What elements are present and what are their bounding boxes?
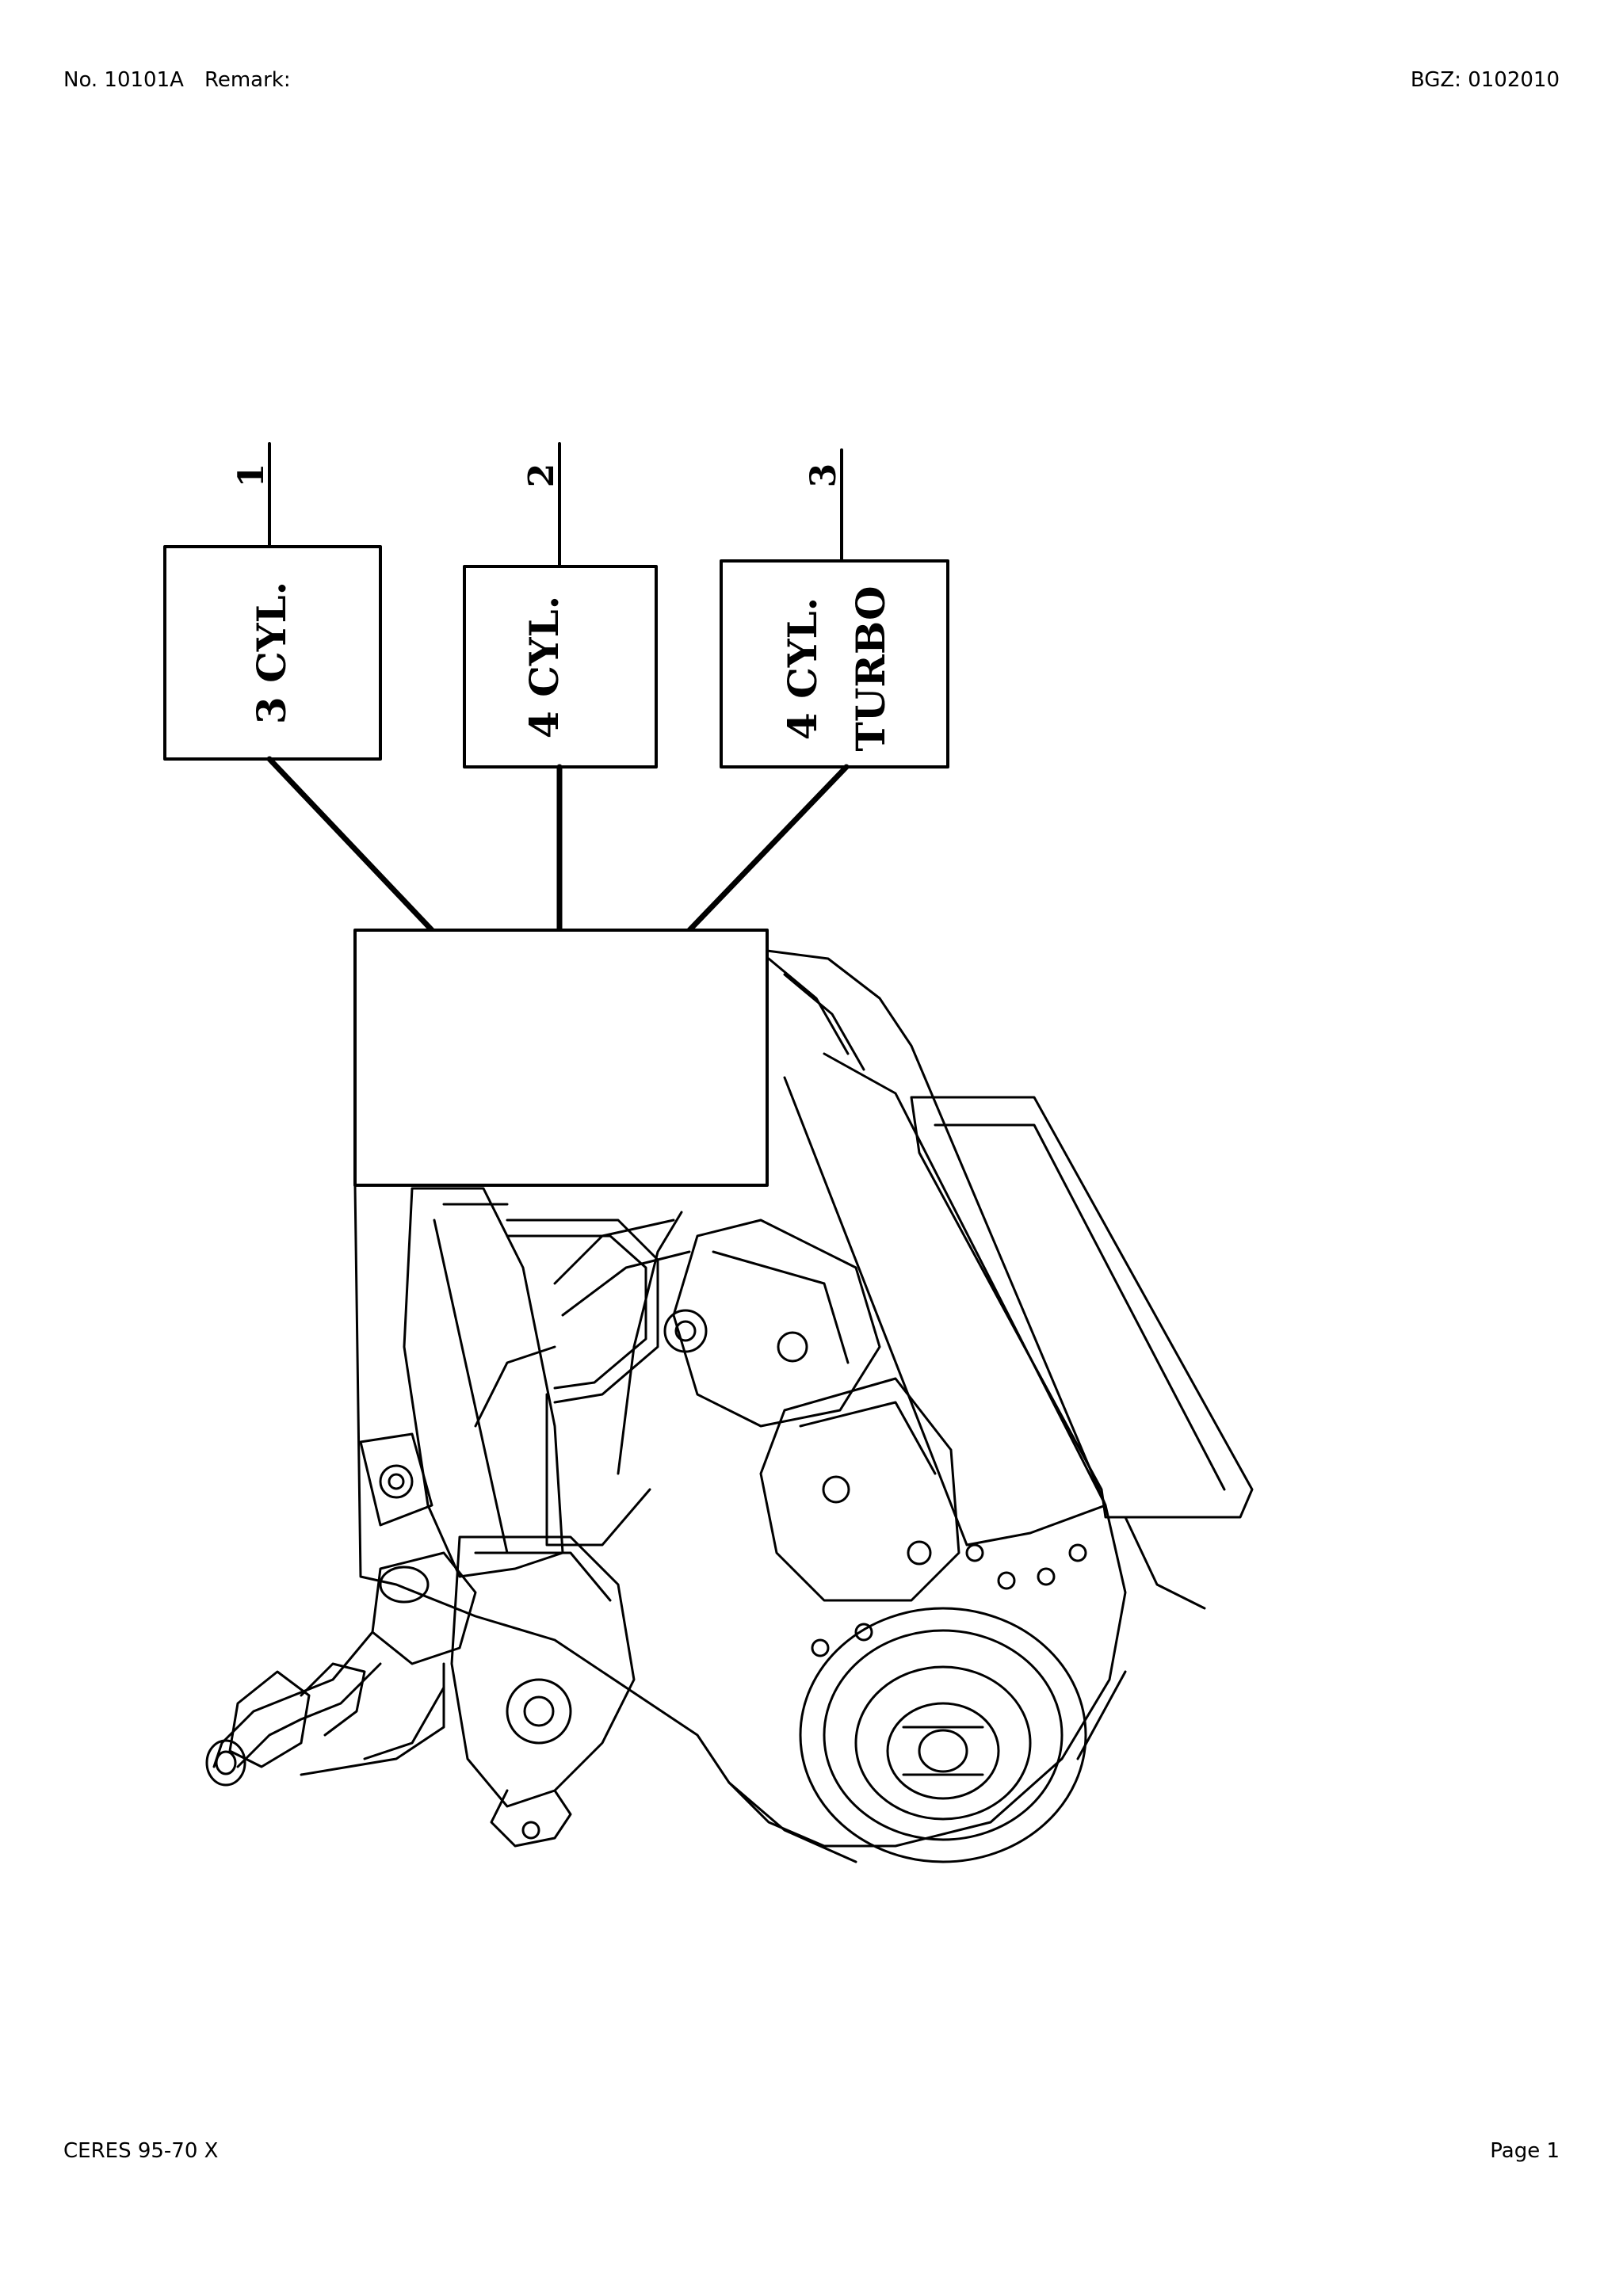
callout-number-3: 3: [804, 463, 844, 488]
label-turbo: TURBO: [847, 585, 894, 751]
central-box: [353, 929, 769, 1187]
label-box-1: [163, 545, 382, 761]
callout-number-1: 1: [231, 463, 272, 488]
leader-line-1: [266, 756, 435, 933]
label-3-cyl: 3 CYL.: [248, 582, 295, 724]
leader-line-3: [686, 764, 850, 933]
footer-page-number: Page 1: [1490, 2139, 1560, 2163]
callout-number-2: 2: [521, 463, 562, 488]
engine-drawing: [205, 949, 1254, 1863]
label-4-cyl-turbo: 4 CYL.: [779, 597, 826, 740]
remark-label: Remark:: [204, 68, 291, 92]
label-box-2: [463, 565, 658, 769]
footer-model: CERES 95-70 X: [63, 2139, 219, 2163]
header-left: No. 10101A Remark:: [63, 68, 291, 92]
bgz-code: BGZ: 0102010: [1410, 68, 1560, 92]
label-4-cyl: 4 CYL.: [521, 596, 567, 738]
document-number: No. 10101A: [63, 68, 184, 92]
label-box-3: [720, 559, 949, 769]
